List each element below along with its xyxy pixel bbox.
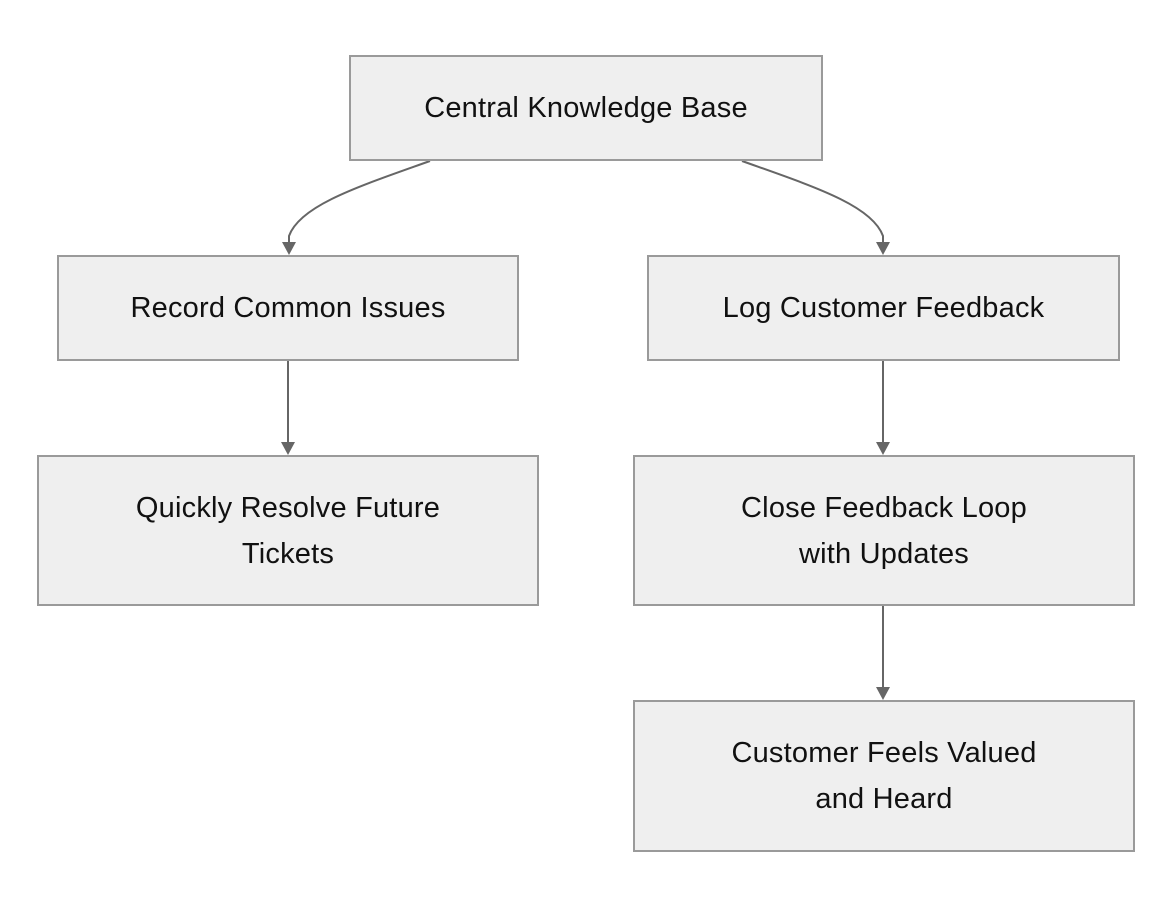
node-close-feedback-loop: Close Feedback Loop with Updates bbox=[633, 455, 1135, 606]
node-label: Log Customer Feedback bbox=[722, 292, 1045, 324]
node-customer-feels-valued: Customer Feels Valued and Heard bbox=[633, 700, 1135, 852]
node-label: Quickly Resolve Future Tickets bbox=[135, 491, 441, 570]
edge-kb-to-log bbox=[741, 160, 884, 242]
node-central-knowledge-base: Central Knowledge Base bbox=[349, 55, 823, 161]
edge-kb-to-record bbox=[288, 160, 431, 242]
arrowhead-kb-to-record bbox=[282, 242, 296, 255]
arrowhead-log-to-close bbox=[876, 442, 890, 455]
arrowhead-record-to-resolve bbox=[281, 442, 295, 455]
arrowhead-kb-to-log bbox=[876, 242, 890, 255]
node-log-customer-feedback: Log Customer Feedback bbox=[647, 255, 1120, 361]
node-quickly-resolve-future-tickets: Quickly Resolve Future Tickets bbox=[37, 455, 539, 606]
node-label: Customer Feels Valued and Heard bbox=[731, 737, 1037, 815]
node-record-common-issues: Record Common Issues bbox=[57, 255, 519, 361]
node-label: Record Common Issues bbox=[130, 292, 446, 324]
node-label: Close Feedback Loop with Updates bbox=[741, 491, 1027, 570]
arrowhead-close-to-valued bbox=[876, 687, 890, 700]
node-label: Central Knowledge Base bbox=[424, 92, 748, 124]
